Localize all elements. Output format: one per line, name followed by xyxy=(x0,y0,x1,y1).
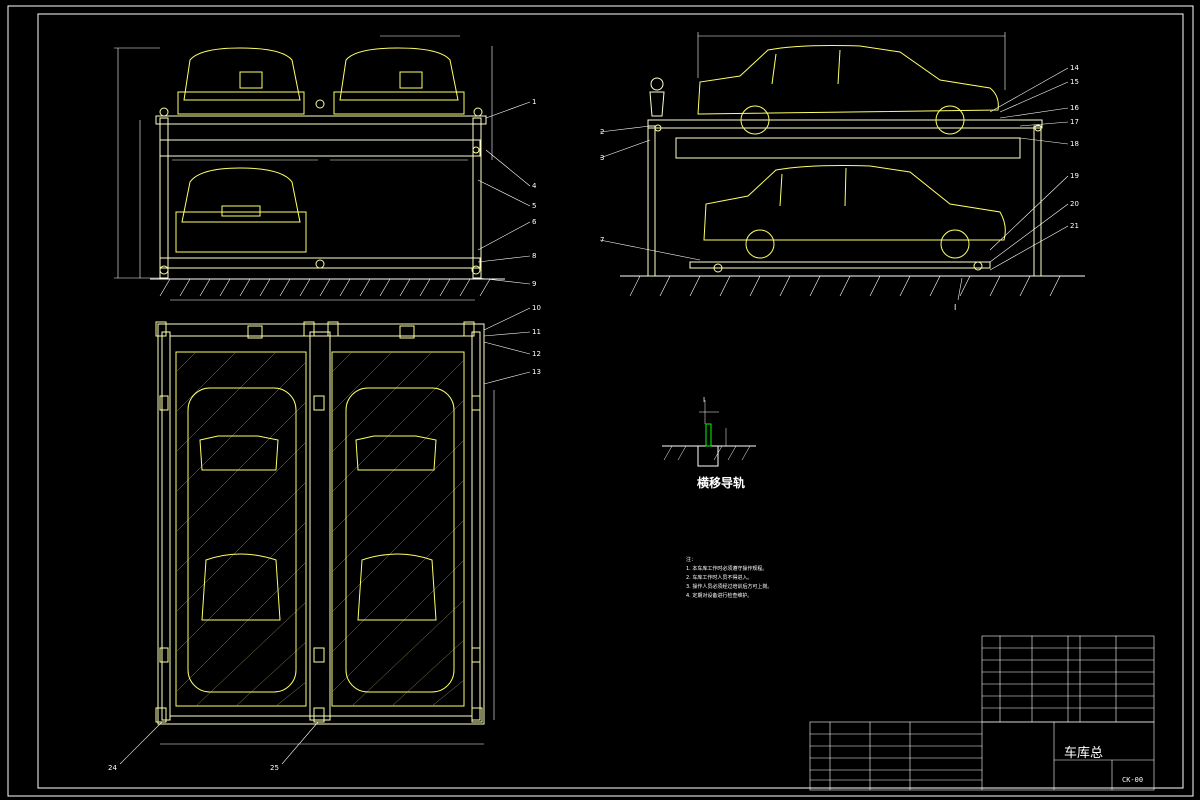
front-elevation-view xyxy=(114,35,505,301)
rail-section-detail xyxy=(662,400,756,467)
title-block xyxy=(809,635,1155,791)
drawing-outer-border xyxy=(7,5,1194,797)
leader-number: 4 xyxy=(532,182,537,190)
technical-notes: 注： 1. 本车库工作时必须遵守操作规程。 2. 车库工作时人员不得进入。 3.… xyxy=(686,556,772,601)
leader-number: 25 xyxy=(270,764,279,772)
section-view-title: 横移导轨 xyxy=(697,476,746,490)
leader-number: 24 xyxy=(108,764,117,772)
leader-number: 8 xyxy=(532,252,536,260)
leader-number: 14 xyxy=(1070,64,1079,72)
leader-number: 7 xyxy=(600,236,604,244)
note-line: 1. 本车库工作时必须遵守操作规程。 xyxy=(686,566,768,572)
leader-number: 21 xyxy=(1070,222,1079,230)
leader-number: 5 xyxy=(532,202,536,210)
leader-numbers: 1 2 3 4 5 6 7 8 9 10 11 12 13 14 15 16 1… xyxy=(108,64,1079,772)
section-label-side: I xyxy=(954,303,956,312)
note-line: 4. 定期对设备进行检查维护。 xyxy=(686,593,753,599)
title-block-title: 车库总 xyxy=(1064,746,1104,761)
leader-number: 12 xyxy=(532,350,541,358)
leader-number: 13 xyxy=(532,368,541,376)
notes-heading: 注： xyxy=(686,557,697,563)
leader-number: 16 xyxy=(1070,104,1079,112)
leader-number: 1 xyxy=(532,98,536,106)
note-line: 3. 操作人员必须经过培训后方可上岗。 xyxy=(686,584,773,590)
leader-number: 18 xyxy=(1070,140,1079,148)
side-elevation-view xyxy=(620,32,1085,297)
drawing-inner-border xyxy=(37,13,1184,789)
plan-view xyxy=(155,321,495,745)
leader-lines xyxy=(119,67,1069,765)
leader-number: 9 xyxy=(532,280,536,288)
leader-number: 19 xyxy=(1070,172,1079,180)
section-mark xyxy=(957,277,963,301)
leader-number: 20 xyxy=(1070,200,1079,208)
leader-number: 17 xyxy=(1070,118,1079,126)
note-line: 2. 车库工作时人员不得进入。 xyxy=(686,575,753,581)
leader-number: 11 xyxy=(532,328,541,336)
leader-number: 2 xyxy=(600,128,604,136)
leader-number: 6 xyxy=(532,218,537,226)
drawing-code: CK-00 xyxy=(1122,776,1144,784)
leader-number: 15 xyxy=(1070,78,1079,86)
leader-number: 10 xyxy=(532,304,541,312)
leader-number: 3 xyxy=(600,154,604,162)
section-label-detail: I xyxy=(703,396,705,404)
